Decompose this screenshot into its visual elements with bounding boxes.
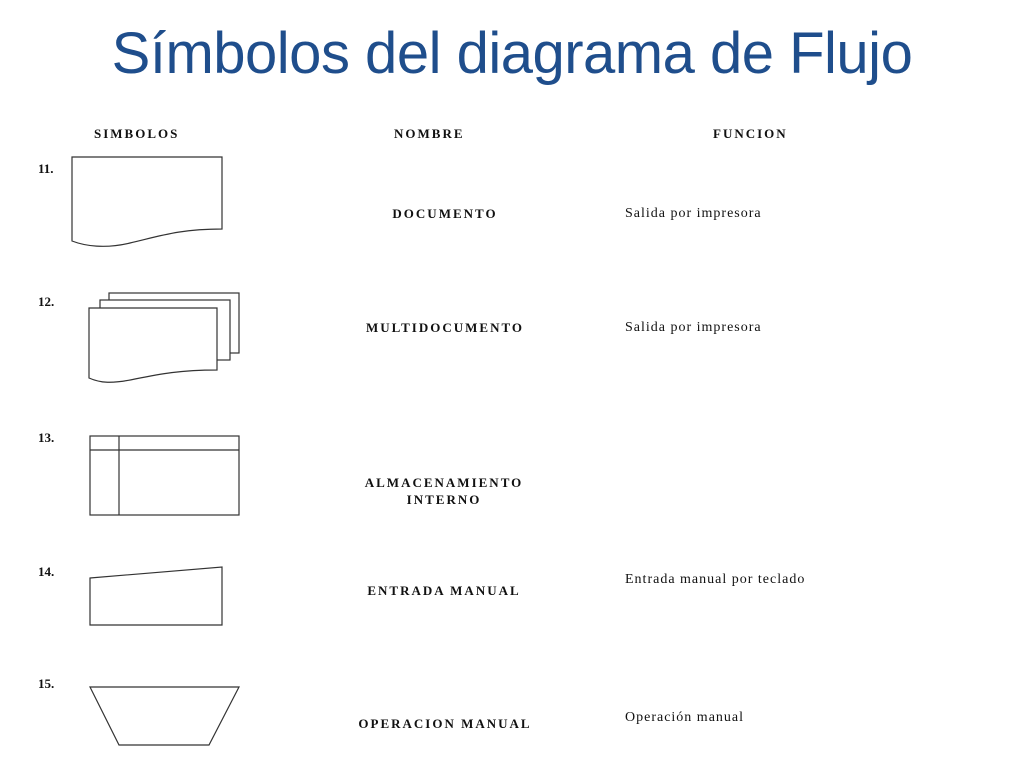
row-number: 11. — [38, 161, 54, 176]
row-number: 14. — [38, 564, 55, 579]
row-name: ENTRADA MANUAL — [367, 583, 521, 598]
header-symbols: SIMBOLOS — [94, 126, 180, 141]
row-number: 12. — [38, 294, 55, 309]
row-name: OPERACION MANUAL — [358, 716, 532, 731]
row-name: MULTIDOCUMENTO — [365, 320, 525, 335]
row-number: 13. — [38, 430, 55, 445]
row-name: DOCUMENTO — [392, 206, 498, 221]
header-name: NOMBRE — [394, 126, 465, 141]
page-title: Símbolos del diagrama de Flujo — [111, 21, 913, 86]
row-name: ALMACENAMIENTO INTERNO — [364, 475, 524, 507]
header-function: FUNCION — [713, 126, 788, 141]
row-function: Operación manual — [625, 710, 745, 725]
row-number: 15. — [38, 676, 55, 691]
row-function: Salida por impresora — [625, 320, 762, 335]
row-function: Salida por impresora — [625, 206, 762, 221]
row-function: Entrada manual por teclado — [625, 572, 806, 587]
